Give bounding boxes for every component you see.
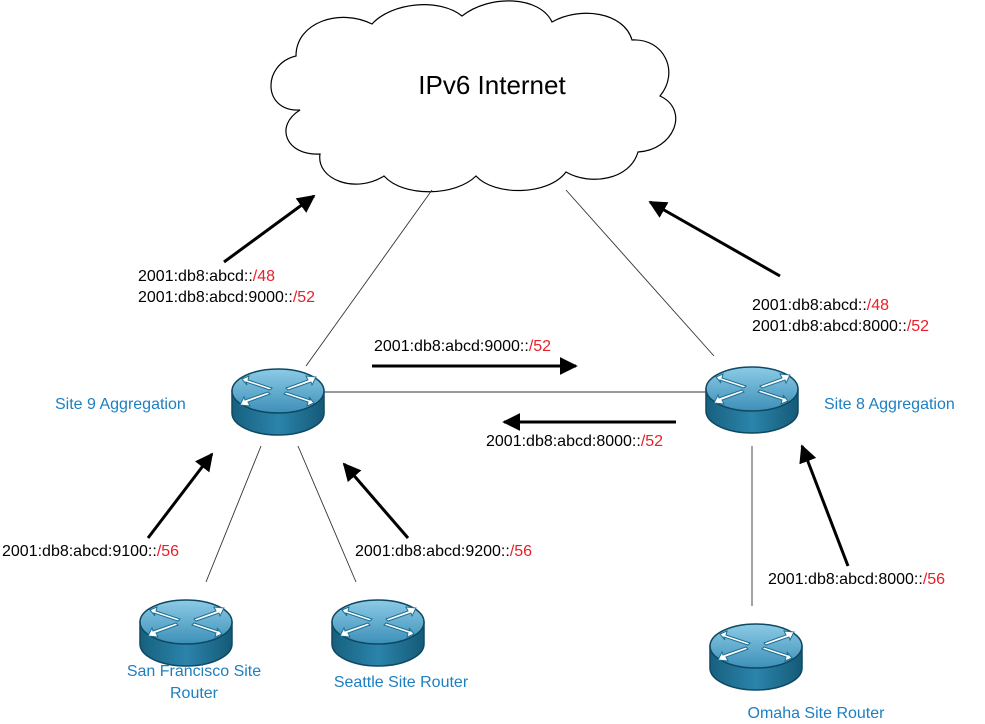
prefix-label-omaha: 2001:db8:abcd:8000::/56 xyxy=(768,571,945,588)
sanfrancisco-label-line2: Router xyxy=(170,685,219,702)
arrow-sanfrancisco-up xyxy=(146,452,214,539)
omaha-label: Omaha Site Router xyxy=(748,705,886,722)
prefix-mask: /56 xyxy=(923,571,945,588)
link-cloud-site9 xyxy=(305,189,433,367)
router-icon-seattle[interactable] xyxy=(331,599,425,667)
arrow-omaha-up xyxy=(799,444,850,567)
prefix-label-site8-up-2: 2001:db8:abcd:8000::/52 xyxy=(752,318,929,335)
prefix: 2001:db8:abcd:9000:: xyxy=(138,289,293,306)
prefix-label-to-site9: 2001:db8:abcd:8000::/52 xyxy=(486,433,663,450)
prefix: 2001:db8:abcd:8000:: xyxy=(752,318,907,335)
internet-cloud: IPv6 Internet xyxy=(270,0,677,193)
prefix: 2001:db8:abcd:: xyxy=(138,268,253,285)
prefix-label-site9-up-1: 2001:db8:abcd::/48 xyxy=(138,268,275,285)
prefix-label-site9-up-2: 2001:db8:abcd:9000::/52 xyxy=(138,289,315,306)
prefix: 2001:db8:abcd:8000:: xyxy=(486,433,641,450)
prefix-mask: /56 xyxy=(510,543,532,560)
prefix: 2001:db8:abcd:9000:: xyxy=(374,338,529,355)
prefix-label-to-site8: 2001:db8:abcd:9000::/52 xyxy=(374,338,551,355)
router-icon-sanfrancisco[interactable] xyxy=(139,599,233,667)
prefix-mask: /52 xyxy=(293,289,315,306)
prefix-mask: /52 xyxy=(641,433,663,450)
arrows xyxy=(146,194,850,567)
site9-label: Site 9 Aggregation xyxy=(55,396,186,413)
seattle-label: Seattle Site Router xyxy=(334,674,469,691)
prefix-label-seattle: 2001:db8:abcd:9200::/56 xyxy=(355,543,532,560)
site8-label: Site 8 Aggregation xyxy=(824,396,955,413)
link-cloud-site8 xyxy=(565,189,715,357)
router-icon-omaha[interactable] xyxy=(709,623,803,691)
prefix-label-sanfrancisco: 2001:db8:abcd:9100::/56 xyxy=(2,543,179,560)
prefix-mask: /48 xyxy=(253,268,275,285)
arrow-seattle-up xyxy=(342,462,410,539)
arrow-site8-up xyxy=(648,200,781,278)
prefix: 2001:db8:abcd:9200:: xyxy=(355,543,510,560)
prefix: 2001:db8:abcd:9100:: xyxy=(2,543,157,560)
prefix-mask: /52 xyxy=(529,338,551,355)
link-site9-sanfrancisco xyxy=(205,445,262,583)
prefix-mask: /48 xyxy=(867,297,889,314)
links xyxy=(205,189,753,606)
cloud-label: IPv6 Internet xyxy=(418,70,566,100)
sanfrancisco-label-line1: San Francisco Site xyxy=(127,663,261,680)
arrow-site9-up xyxy=(223,194,316,264)
router-icon-site8[interactable] xyxy=(705,366,799,434)
prefix-label-site8-up-1: 2001:db8:abcd::/48 xyxy=(752,297,889,314)
prefix: 2001:db8:abcd:8000:: xyxy=(768,571,923,588)
link-site9-seattle xyxy=(297,445,357,583)
prefix: 2001:db8:abcd:: xyxy=(752,297,867,314)
prefix-mask: /56 xyxy=(157,543,179,560)
router-icon-site9[interactable] xyxy=(231,368,325,436)
prefix-mask: /52 xyxy=(907,318,929,335)
